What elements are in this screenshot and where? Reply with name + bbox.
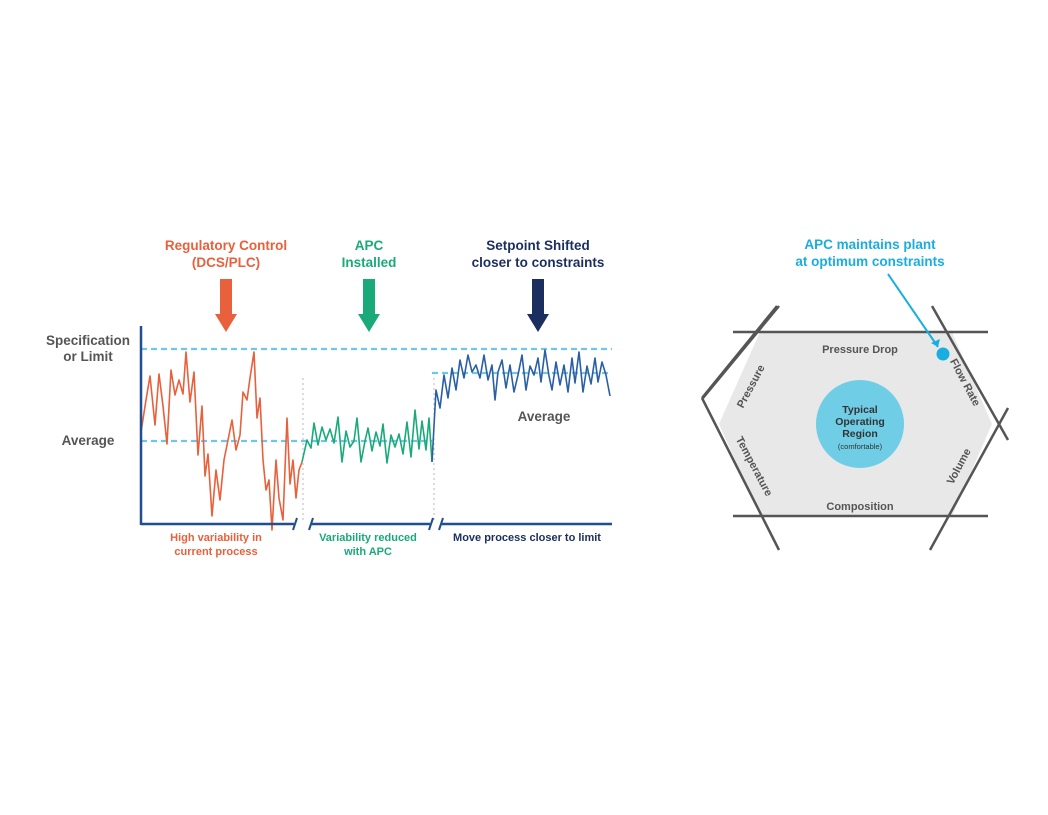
phase-move-label: Move process closer to limit bbox=[453, 532, 601, 544]
label-average-right: Average bbox=[518, 409, 571, 424]
down-arrow-regulatory-icon bbox=[215, 279, 237, 332]
process-chart: Regulatory Control (DCS/PLC) APC Install… bbox=[46, 238, 612, 558]
constraint-line-upper-left-b bbox=[701, 305, 778, 399]
label-spec-line1: Specification bbox=[46, 333, 130, 348]
axis-break-2b bbox=[438, 517, 444, 531]
label-average-left: Average bbox=[62, 433, 115, 448]
down-arrow-setpoint-icon bbox=[527, 279, 549, 332]
down-arrow-apc-icon bbox=[358, 279, 380, 332]
phase-reduced-line2: with APC bbox=[343, 546, 392, 558]
axis-break-1a bbox=[292, 517, 298, 531]
callout-pointer-arrowhead bbox=[931, 339, 940, 347]
setpoint-signal-line bbox=[431, 349, 611, 463]
header-regulatory-line2: (DCS/PLC) bbox=[192, 255, 260, 270]
callout-line2: at optimum constraints bbox=[795, 254, 944, 269]
apc-signal-line bbox=[301, 409, 433, 464]
phase-high-line2: current process bbox=[174, 546, 257, 558]
axis-break-1b bbox=[308, 517, 314, 531]
regulatory-signal-line bbox=[140, 351, 303, 531]
phase-high-line1: High variability in bbox=[170, 532, 262, 544]
axis-break-2a bbox=[428, 517, 434, 531]
constraint-label-bottom: Composition bbox=[826, 501, 893, 513]
header-setpoint-line2: closer to constraints bbox=[472, 255, 605, 270]
center-label-line4: (comfortable) bbox=[838, 442, 883, 451]
constraint-line-lower-left bbox=[700, 397, 781, 551]
constraint-line-lower-right bbox=[928, 407, 1010, 551]
callout-line1: APC maintains plant bbox=[804, 237, 936, 252]
header-apc-line1: APC bbox=[355, 238, 384, 253]
center-label-line1: Typical bbox=[842, 404, 877, 416]
header-regulatory-line1: Regulatory Control bbox=[165, 238, 287, 253]
typical-operating-region-circle bbox=[816, 380, 904, 468]
constraint-line-upper-right bbox=[930, 305, 1010, 441]
center-label-line3: Region bbox=[842, 428, 878, 440]
callout-pointer-line bbox=[887, 273, 939, 348]
label-spec-line2: or Limit bbox=[63, 349, 113, 364]
optimum-operating-point bbox=[936, 347, 950, 361]
constraint-diagram: APC maintains plant at optimum constrain… bbox=[700, 237, 1010, 551]
center-label-line2: Operating bbox=[835, 416, 885, 428]
header-setpoint-line1: Setpoint Shifted bbox=[486, 238, 590, 253]
constraint-label-top: Pressure Drop bbox=[822, 344, 898, 356]
header-apc-line2: Installed bbox=[342, 255, 397, 270]
phase-reduced-line1: Variability reduced bbox=[319, 532, 417, 544]
